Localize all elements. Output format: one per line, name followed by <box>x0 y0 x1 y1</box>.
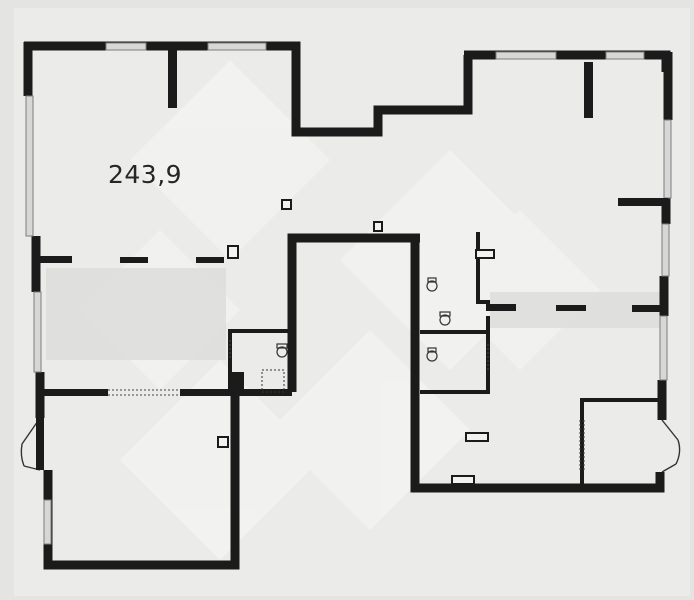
column-top-left <box>168 46 177 108</box>
partition-left-1 <box>36 256 72 263</box>
wall-corridor-right <box>410 236 665 493</box>
window-left-3 <box>43 499 52 545</box>
door-openings <box>108 340 585 470</box>
bath-left-small <box>232 372 244 392</box>
bath-right-wall-1 <box>476 232 480 300</box>
toilet-icon-3 <box>439 311 451 326</box>
door-swing-icon <box>20 417 44 471</box>
partition-left-3 <box>196 257 224 263</box>
wall-corridor-left <box>287 233 420 392</box>
blurred-patches <box>46 268 660 360</box>
watermark <box>80 60 600 560</box>
radiator-1 <box>475 249 495 259</box>
small-column-2 <box>227 245 239 259</box>
door-swing-icon-right <box>661 419 681 473</box>
partition-right-2 <box>556 305 586 311</box>
partition-right-1 <box>486 304 516 311</box>
wall-lower-right-top <box>582 398 662 402</box>
toilet-icon-2 <box>426 277 438 292</box>
toilet-icon-4 <box>426 347 438 362</box>
window-left-2 <box>33 291 42 373</box>
bath-left-wall-top <box>228 329 292 333</box>
toilet-icon <box>276 343 288 358</box>
window-right-1 <box>663 119 672 199</box>
fixtures <box>217 199 495 485</box>
wall-lower-left-top-a <box>40 389 108 396</box>
partition-right-3 <box>632 305 666 312</box>
bath-left-wall-side <box>228 329 232 393</box>
windows <box>25 42 672 545</box>
column-top-right <box>584 62 593 118</box>
small-column-4 <box>217 436 229 448</box>
small-column-1 <box>281 199 292 210</box>
sink-icon <box>261 369 285 393</box>
window-right-2 <box>661 223 670 277</box>
bath-right-wall-5 <box>476 300 490 304</box>
window-top-left-2 <box>207 42 267 51</box>
radiator-2 <box>465 432 489 442</box>
window-top-left-1 <box>105 42 147 51</box>
wall-lower-left-top-b <box>180 389 292 396</box>
area-label: 243,9 <box>108 160 183 189</box>
wall-lower-right-side <box>580 398 584 488</box>
window-right-3 <box>659 315 668 381</box>
bath-right-wall-2 <box>420 330 490 334</box>
window-left-1 <box>25 95 34 237</box>
bath-right-wall-4 <box>420 390 490 394</box>
partition-left-2 <box>120 257 148 263</box>
stub-right-upper <box>618 198 668 206</box>
window-top-right-2 <box>605 51 645 60</box>
window-top-right-1 <box>495 51 557 60</box>
wall-top-left <box>24 41 473 137</box>
small-column-3 <box>373 221 383 232</box>
radiator-3 <box>451 475 475 485</box>
